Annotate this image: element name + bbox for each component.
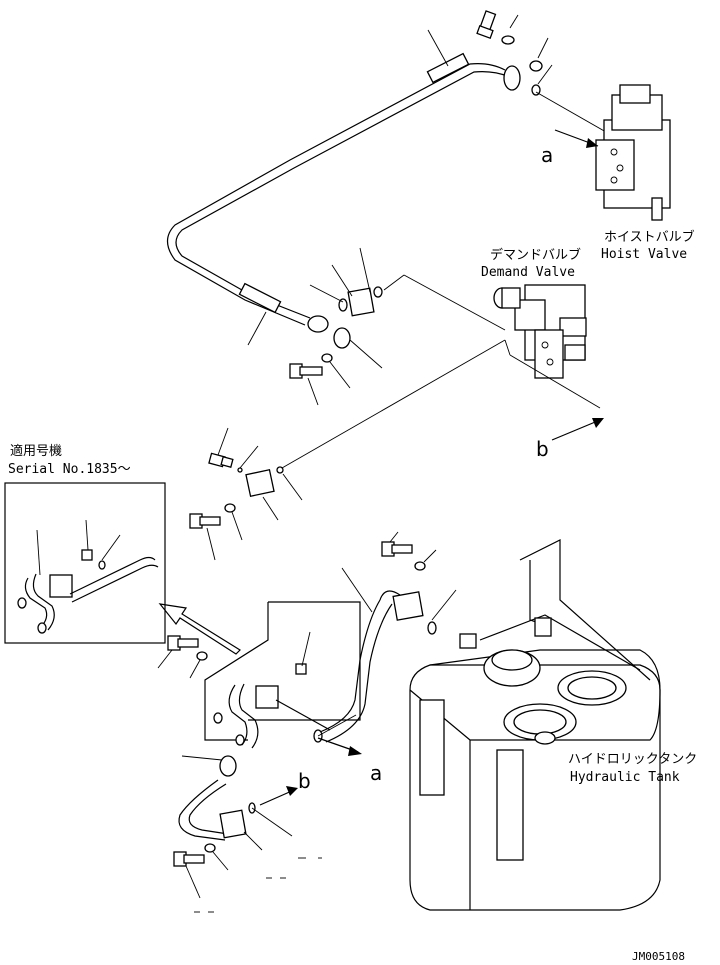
ref-b-right [551, 418, 604, 441]
o-ring-mid-b [373, 286, 383, 298]
bottom-flange [219, 809, 247, 839]
hose-fitting-lower [238, 282, 282, 314]
bolt-lower [189, 513, 221, 529]
lower-mid-fittings [189, 339, 506, 561]
serial-jp-label: 適用号機 [10, 443, 62, 459]
ref-b-bottom-label: b [298, 769, 311, 793]
serial-box [4, 482, 166, 644]
plug-fitting [219, 755, 237, 777]
hose-line-upper [166, 63, 506, 326]
hose-flange-top [503, 65, 521, 91]
hoist-valve-jp-label: ホイストバルブ [604, 229, 695, 245]
demand-valve-jp-label: デマンドバルブ [490, 247, 581, 263]
hose-fitting-upper [426, 52, 470, 84]
bolt-mid [289, 363, 323, 379]
flange-block-mid [347, 287, 375, 317]
demand-valve [493, 284, 601, 409]
washer-lower [224, 503, 236, 513]
flange-block-lower [245, 468, 275, 498]
serial-en-label: Serial No.1835～ [8, 462, 131, 477]
ref-b-right-label: b [536, 437, 549, 461]
hydraulic-tank [409, 539, 661, 911]
hose-line-upper-inner [175, 71, 513, 319]
hydraulic-tank-jp-label: ハイドロリックタンク [568, 752, 697, 767]
tank-pipe-assembly [157, 531, 457, 756]
split-flange-mid [333, 327, 351, 349]
tank-pipe-flange-lower [255, 685, 279, 709]
o-ring-mid-a [338, 298, 348, 312]
ref-a-bottom-label: a [370, 761, 382, 785]
tank-side-panel-2 [496, 749, 524, 861]
o-ring-top [531, 84, 541, 96]
detail-arrow [158, 603, 241, 655]
middle-fittings [247, 247, 506, 406]
washer-mid [321, 353, 333, 363]
hoist-valve-en-label: Hoist Valve [601, 247, 687, 262]
tank-side-panel [419, 699, 445, 796]
tank-pipe-flange [392, 591, 424, 621]
bottom-pipe-assembly [173, 755, 322, 913]
tank-breather [534, 731, 556, 745]
split-flange-top [529, 60, 543, 72]
washer-top [501, 35, 515, 45]
doc-code: JM005108 [632, 950, 685, 963]
hoist-valve [554, 84, 671, 221]
hose-flange-bottom [307, 315, 329, 333]
serial-flange [49, 574, 73, 598]
upper-hose-assembly [166, 10, 621, 333]
demand-valve-en-label: Demand Valve [481, 265, 575, 280]
ref-a-top-label: a [541, 143, 553, 167]
hydraulic-tank-en-label: Hydraulic Tank [570, 770, 680, 785]
bolt-top [476, 10, 497, 39]
